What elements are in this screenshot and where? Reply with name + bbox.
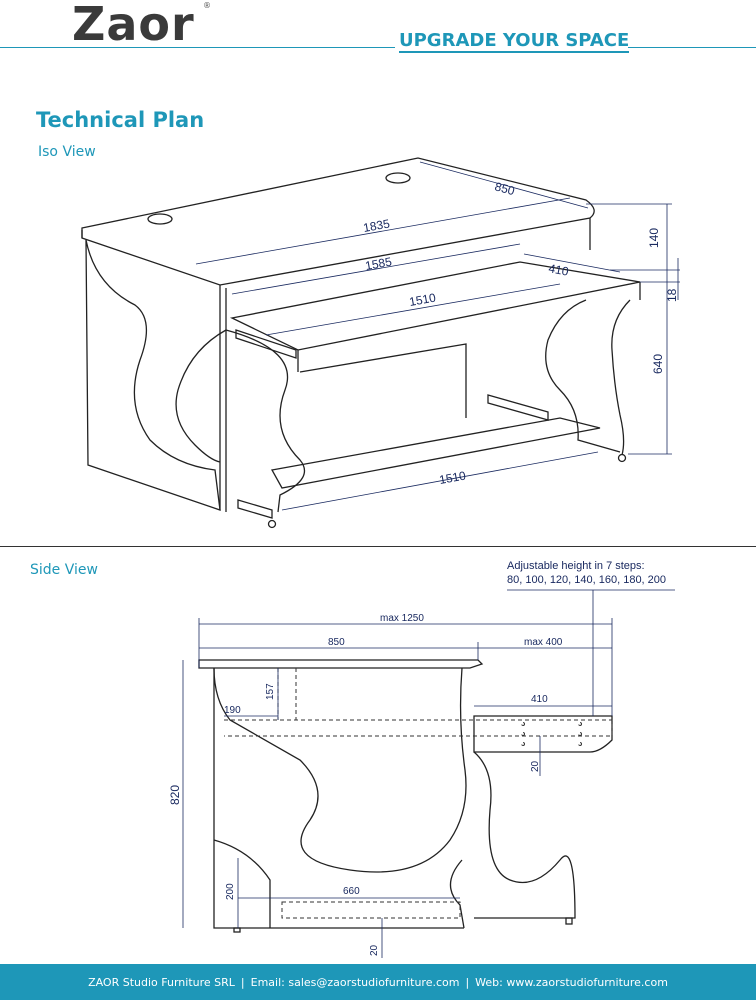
page-title: Technical Plan <box>36 108 205 132</box>
right-panel-inner <box>545 299 621 453</box>
dim-1585: 1585 <box>364 254 393 272</box>
header-rule-right <box>628 47 756 48</box>
dim-820: 820 <box>168 785 182 805</box>
bottom-shelf <box>270 417 601 489</box>
dim-line-850 <box>419 161 589 209</box>
adjustable-height-title: Adjustable height in 7 steps: <box>507 560 645 572</box>
desk-top <box>81 157 595 286</box>
section-divider <box>0 546 756 547</box>
dim-line-1835 <box>195 197 571 265</box>
dim-640: 640 <box>651 354 665 374</box>
side-view-drawing: max 1250 850 max 400 410 157 190 20 820 … <box>168 589 675 958</box>
cable-hole-left <box>147 213 173 225</box>
adjustable-height-steps: 80, 100, 120, 140, 160, 180, 200 <box>507 574 667 586</box>
back-panel <box>299 343 467 418</box>
zaor-logo: Zaor <box>72 0 195 51</box>
dim-base-20: 20 <box>369 944 380 956</box>
dim-tray-20: 20 <box>530 760 541 772</box>
iso-view-drawing: 850 1835 140 1585 410 18 1510 640 1510 <box>81 157 680 529</box>
dim-line-410 <box>523 253 621 273</box>
left-panel <box>85 239 221 511</box>
side-panel-upper <box>213 667 467 873</box>
footer-email[interactable]: Email: sales@zaorstudiofurniture.com <box>250 975 460 989</box>
dim-1510-bottom: 1510 <box>438 468 467 486</box>
dim-850: 850 <box>493 179 516 198</box>
footer-bar: ZAOR Studio Furniture SRL | Email: sales… <box>0 964 756 1000</box>
adjustable-height-note: Adjustable height in 7 steps: 80, 100, 1… <box>507 559 666 587</box>
dim-max1250: max 1250 <box>380 613 424 624</box>
dim-line-1510 <box>265 283 561 336</box>
dim-140: 140 <box>647 228 661 248</box>
cable-hole-right <box>385 172 411 184</box>
front-side-curve <box>225 329 306 513</box>
footer-separator: | <box>465 975 470 989</box>
footer-web[interactable]: Web: www.zaorstudiofurniture.com <box>475 975 668 989</box>
rail-dashed <box>224 719 613 737</box>
dim-1835: 1835 <box>362 216 391 234</box>
dim-157: 157 <box>265 683 276 700</box>
dim-410: 410 <box>547 261 570 279</box>
dim-190: 190 <box>224 705 241 716</box>
side-view-label: Side View <box>30 562 98 578</box>
footer-company: ZAOR Studio Furniture SRL <box>88 975 235 989</box>
right-panel-outer <box>611 299 631 456</box>
iso-view-label: Iso View <box>38 144 96 160</box>
dim-side-850: 850 <box>328 637 345 648</box>
dim-line-1510-bottom <box>281 451 599 511</box>
dim-line-1585 <box>231 243 521 295</box>
dim-660: 660 <box>343 886 360 897</box>
registered-mark: ® <box>203 1 211 10</box>
dim-1510: 1510 <box>408 290 437 308</box>
footer-separator: | <box>240 975 245 989</box>
header-rule <box>0 47 395 48</box>
dim-18: 18 <box>665 288 679 302</box>
side-sliding-tray <box>473 715 613 753</box>
tagline: UPGRADE YOUR SPACE <box>399 30 630 53</box>
dim-max400: max 400 <box>524 637 563 648</box>
dim-side-410: 410 <box>531 694 548 705</box>
side-top-board <box>198 659 484 669</box>
dim-200: 200 <box>225 883 236 900</box>
